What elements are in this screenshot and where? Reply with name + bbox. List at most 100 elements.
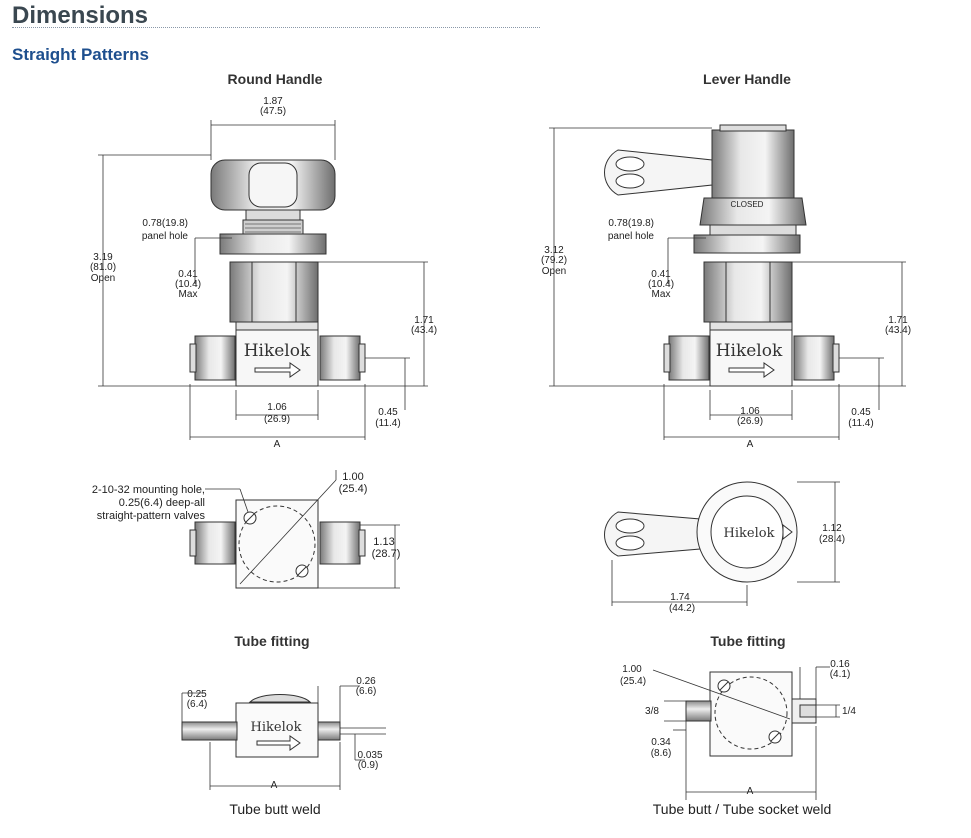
lever-max-value: 0.41 bbox=[651, 269, 671, 280]
round-handle-width-value: 1.87 bbox=[263, 96, 283, 107]
round-panel-nut bbox=[219, 233, 327, 255]
lever-a-label: A bbox=[747, 439, 754, 450]
caption-butt-weld: Tube butt weld bbox=[229, 801, 321, 817]
round-body-width-value: 1.06 bbox=[267, 402, 287, 413]
butt-weld-wall-metric: (0.9) bbox=[358, 760, 379, 771]
round-handle-width-metric: (47.5) bbox=[260, 106, 286, 117]
butt-weld-left-tube bbox=[181, 721, 238, 741]
round-body-width-metric: (26.9) bbox=[264, 414, 290, 425]
lever-closed-collar bbox=[699, 197, 807, 226]
mount-note-line2: 0.25(6.4) deep-all bbox=[119, 497, 205, 509]
socket-weld-end-metric: (4.1) bbox=[830, 669, 851, 680]
round-panel-hole-label: panel hole bbox=[142, 231, 189, 242]
round-max-label: Max bbox=[179, 289, 198, 300]
view-title-tube-fitting-right: Tube fitting bbox=[710, 633, 786, 649]
round-right-nut bbox=[319, 335, 361, 381]
lever-top-length-value: 1.74 bbox=[670, 592, 690, 603]
socket-weld-diag-value: 1.00 bbox=[622, 664, 642, 675]
mount-height-value: 1.13 bbox=[373, 536, 394, 548]
round-handle-valve bbox=[189, 159, 366, 387]
socket-weld-depth-value: 0.34 bbox=[651, 737, 671, 748]
socket-weld-end-value: 0.16 bbox=[830, 659, 850, 670]
caption-butt-socket-weld: Tube butt / Tube socket weld bbox=[652, 801, 832, 817]
round-height-open: Open bbox=[91, 273, 115, 284]
round-dim-lines bbox=[98, 120, 428, 440]
mount-diag-value: 1.00 bbox=[342, 471, 363, 483]
socket-weld-view bbox=[652, 669, 817, 757]
socket-weld-dim-lines bbox=[664, 666, 840, 800]
round-bonnet-hex bbox=[229, 261, 319, 323]
title-divider bbox=[12, 27, 540, 28]
lever-panel-hole-value: 0.78(19.8) bbox=[608, 218, 654, 229]
round-left-nut bbox=[194, 335, 236, 381]
mount-note-line1: 2-10-32 mounting hole, bbox=[92, 484, 205, 496]
butt-weld-end-value: 0.26 bbox=[356, 676, 376, 687]
socket-weld-left-size: 3/8 bbox=[645, 706, 659, 717]
butt-weld-a-label: A bbox=[271, 780, 278, 791]
view-title-lever-handle: Lever Handle bbox=[703, 71, 791, 87]
lever-top-height-metric: (28.4) bbox=[819, 534, 845, 545]
socket-weld-left-tube bbox=[685, 700, 712, 722]
mounting-top-view bbox=[189, 470, 366, 589]
lever-top-brand-logo: Hikelok bbox=[724, 526, 775, 541]
lever-handle-valve bbox=[604, 124, 840, 387]
butt-weld-body bbox=[235, 702, 319, 758]
mount-diag-metric: (25.4) bbox=[339, 483, 368, 495]
page-title: Dimensions bbox=[12, 2, 149, 29]
lever-height-open: Open bbox=[542, 266, 566, 277]
mount-right-nut bbox=[319, 521, 361, 565]
lever-closed-label: CLOSED bbox=[731, 200, 764, 209]
butt-weld-right-tube bbox=[317, 721, 341, 741]
round-height-value: 3.19 bbox=[93, 252, 113, 263]
butt-weld-view bbox=[181, 694, 341, 758]
view-title-round-handle: Round Handle bbox=[227, 71, 323, 87]
lever-center-value: 0.45 bbox=[851, 407, 871, 418]
lever-top-arm bbox=[604, 511, 713, 557]
round-panel-hole-value: 0.78(19.8) bbox=[142, 218, 188, 229]
lever-flow-arrow-icon bbox=[728, 362, 775, 378]
lever-panel-nut bbox=[693, 234, 801, 254]
mount-note-line3: straight-pattern valves bbox=[97, 510, 206, 522]
socket-weld-depth-metric: (8.6) bbox=[651, 748, 672, 759]
butt-weld-brand-logo: Hikelok bbox=[251, 720, 302, 735]
lever-height-value: 3.12 bbox=[544, 245, 564, 256]
butt-weld-wall-value: 0.035 bbox=[357, 750, 382, 761]
lever-body-height-value: 1.71 bbox=[888, 315, 908, 326]
lever-arm bbox=[604, 149, 713, 196]
lever-bonnet-hex bbox=[703, 261, 793, 323]
section-subtitle: Straight Patterns bbox=[12, 45, 149, 64]
lever-panel-hole-label: panel hole bbox=[608, 231, 655, 242]
round-a-label: A bbox=[274, 439, 281, 450]
socket-weld-a-label: A bbox=[747, 786, 754, 797]
socket-weld-right-size: 1/4 bbox=[842, 706, 856, 717]
lever-dim-lines bbox=[549, 127, 906, 440]
round-max-metric: (10.4) bbox=[175, 279, 201, 290]
mount-bolt-circle bbox=[238, 505, 316, 583]
butt-weld-flow-arrow-icon bbox=[256, 735, 301, 751]
round-body-height-value: 1.71 bbox=[414, 315, 434, 326]
round-brand-logo: Hikelok bbox=[244, 341, 311, 361]
view-title-tube-fitting-left: Tube fitting bbox=[234, 633, 310, 649]
round-height-metric: (81.0) bbox=[90, 262, 116, 273]
mount-dim-lines bbox=[205, 488, 400, 589]
round-max-value: 0.41 bbox=[178, 269, 198, 280]
lever-center-metric: (11.4) bbox=[848, 418, 873, 429]
lever-actuator-cap bbox=[711, 129, 795, 199]
mount-left-nut bbox=[194, 521, 236, 565]
lever-top-length-metric: (44.2) bbox=[669, 603, 695, 614]
butt-weld-dim-lines bbox=[181, 685, 386, 790]
butt-weld-end-metric: (6.6) bbox=[356, 686, 377, 697]
round-body-height-metric: (43.4) bbox=[411, 325, 437, 336]
round-valve-body bbox=[235, 329, 319, 387]
lever-top-view bbox=[604, 481, 798, 583]
round-center-metric: (11.4) bbox=[375, 418, 400, 429]
lever-body-height-metric: (43.4) bbox=[885, 325, 911, 336]
lever-valve-body bbox=[709, 329, 793, 387]
lever-left-nut bbox=[668, 335, 710, 381]
lever-body-width-metric: (26.9) bbox=[737, 416, 763, 427]
round-handle-stem bbox=[245, 209, 301, 221]
lever-max-label: Max bbox=[652, 289, 671, 300]
round-handle-grip bbox=[248, 162, 298, 208]
lever-height-metric: (79.2) bbox=[541, 255, 567, 266]
